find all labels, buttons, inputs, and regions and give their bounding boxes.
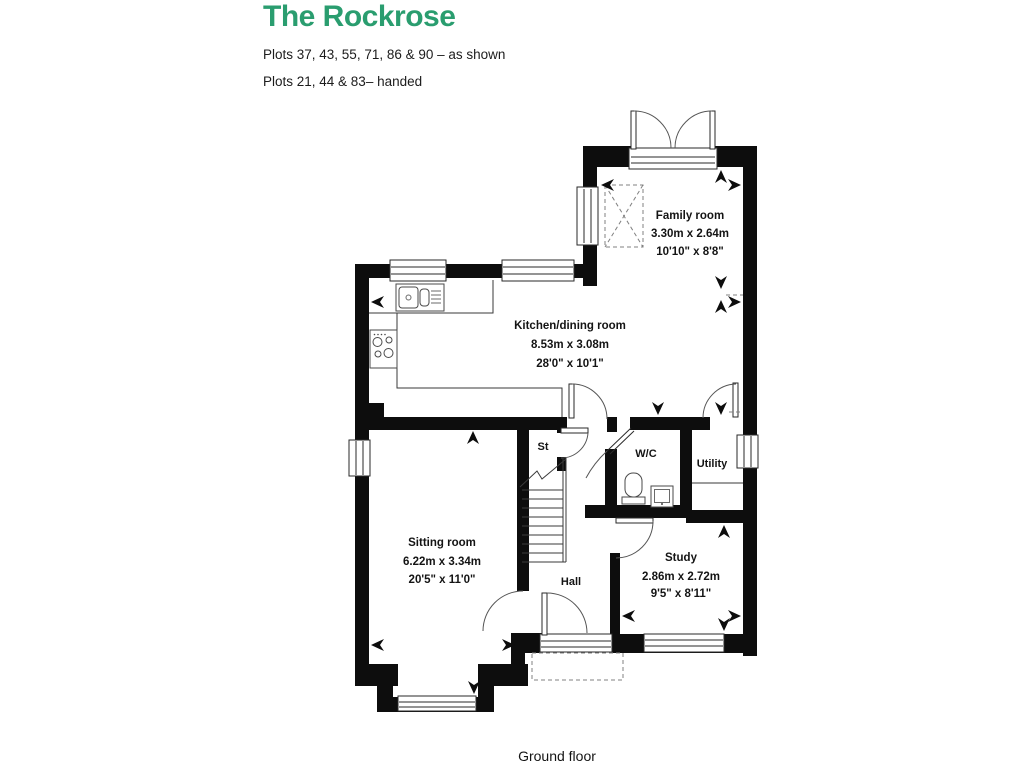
study-door [615, 517, 654, 559]
french-doors [628, 110, 718, 170]
front-door [539, 592, 613, 653]
study-imperial: 9'5" x 8'11" [651, 588, 712, 600]
sitting-room-imperial: 20'5" x 11'0" [409, 574, 476, 586]
wc-door [585, 427, 635, 479]
sitting-room-door [482, 590, 524, 632]
utility-door [702, 382, 739, 419]
sitting-room-label: Sitting room [408, 537, 476, 549]
study-metric: 2.86m x 2.72m [642, 571, 720, 583]
windows [348, 186, 759, 712]
sitting-room-side-window [348, 439, 371, 477]
doors [482, 110, 739, 653]
rooflight [604, 184, 644, 248]
family-room-window [576, 186, 599, 246]
study-window [643, 633, 725, 653]
bay-window [397, 695, 477, 712]
plots-as-shown-text: Plots 37, 43, 55, 71, 86 & 90 – as shown [263, 47, 506, 62]
room-labels: Family room 3.30m x 2.64m 10'10" x 8'8" … [403, 210, 729, 600]
kitchen-sink [395, 283, 445, 312]
study-label: Study [665, 552, 698, 564]
sitting-room-metric: 6.22m x 3.34m [403, 556, 481, 568]
family-room-metric: 3.30m x 2.64m [651, 228, 729, 240]
store-door [560, 427, 589, 459]
wc-label: W/C [635, 448, 656, 460]
toilet [621, 472, 646, 505]
hob [369, 329, 398, 369]
kitchen-imperial: 28'0" x 10'1" [536, 358, 604, 370]
utility-window [736, 434, 759, 469]
hall-label: Hall [561, 576, 581, 588]
basin [650, 485, 674, 508]
floor-label: Ground floor [518, 748, 596, 764]
family-room-label: Family room [656, 210, 724, 222]
entrance-canopy [531, 652, 624, 681]
kitchen-window-2 [501, 259, 575, 282]
kitchen-label: Kitchen/dining room [514, 320, 626, 332]
kitchen-window-1 [389, 259, 447, 282]
page-title: The Rockrose [263, 0, 456, 33]
kitchen-hall-door [568, 383, 608, 420]
stairs [519, 458, 567, 563]
family-room-imperial: 10'10" x 8'8" [656, 246, 724, 258]
plots-handed-text: Plots 21, 44 & 83– handed [263, 74, 423, 89]
kitchen-metric: 8.53m x 3.08m [531, 339, 609, 351]
store-label: St [538, 441, 549, 453]
utility-label: Utility [697, 458, 728, 470]
